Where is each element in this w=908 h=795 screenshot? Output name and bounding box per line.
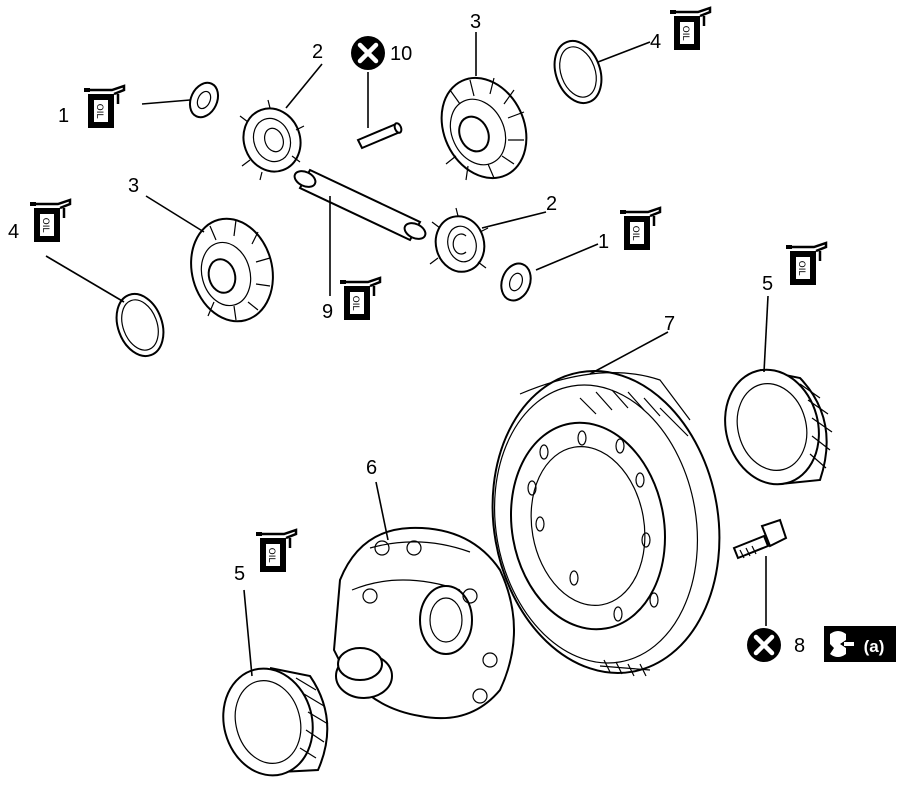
leader-lines bbox=[45, 32, 769, 677]
svg-text:OIL: OIL bbox=[680, 26, 690, 41]
callout-10: 10 bbox=[390, 43, 412, 65]
ring-gear bbox=[491, 370, 721, 677]
svg-text:OIL: OIL bbox=[796, 261, 806, 276]
oil-can-icon: OIL bbox=[784, 241, 828, 287]
svg-text:OIL: OIL bbox=[266, 548, 276, 563]
svg-text:(a): (a) bbox=[864, 637, 885, 656]
ring-gear-bolt bbox=[732, 518, 788, 560]
callout-5-left: 5 bbox=[234, 563, 245, 585]
do-not-reuse-icon bbox=[351, 36, 385, 70]
oil-can-icon: OIL bbox=[338, 276, 382, 322]
callout-3-top: 3 bbox=[470, 11, 481, 33]
callout-6: 6 bbox=[366, 457, 377, 479]
callout-7: 7 bbox=[664, 313, 675, 335]
do-not-reuse-icon bbox=[747, 628, 781, 662]
svg-text:OIL: OIL bbox=[630, 226, 640, 241]
callout-9: 9 bbox=[322, 301, 333, 323]
torque-wrench-icon: (a) bbox=[824, 626, 896, 662]
svg-text:OIL: OIL bbox=[40, 218, 50, 233]
shim-top bbox=[553, 40, 603, 104]
callout-2-middle: 2 bbox=[546, 193, 557, 215]
oil-can-icon: OIL bbox=[668, 6, 712, 52]
bolt-holes bbox=[527, 430, 659, 622]
callout-3-left: 3 bbox=[128, 175, 139, 197]
callout-1-right: 1 bbox=[598, 231, 609, 253]
roll-pin bbox=[356, 122, 403, 150]
oil-can-icon: OIL bbox=[82, 84, 126, 130]
callout-8: 8 bbox=[794, 635, 805, 657]
pinion-gear-top bbox=[239, 99, 305, 181]
oil-can-icon: OIL bbox=[28, 198, 72, 244]
oil-can-icon: OIL bbox=[254, 528, 298, 574]
callout-4-left: 4 bbox=[8, 221, 19, 243]
callout-4-top: 4 bbox=[650, 31, 661, 53]
pinion-gear-middle bbox=[429, 207, 489, 273]
thrust-washer-left bbox=[188, 81, 220, 119]
bearing-left bbox=[222, 667, 329, 777]
callout-1-left: 1 bbox=[58, 105, 69, 127]
thrust-washer-right bbox=[500, 262, 532, 302]
svg-text:OIL: OIL bbox=[94, 104, 104, 119]
side-gear-left bbox=[190, 217, 274, 323]
differential-case bbox=[332, 526, 515, 720]
svg-text:OIL: OIL bbox=[350, 296, 360, 311]
pinion-shaft bbox=[293, 168, 427, 242]
callout-5-right: 5 bbox=[762, 273, 773, 295]
shim-left bbox=[115, 293, 165, 357]
side-gear-top bbox=[440, 76, 528, 181]
bearing-right bbox=[724, 368, 833, 486]
oil-can-icon: OIL bbox=[618, 206, 662, 252]
callout-2-top: 2 bbox=[312, 41, 323, 63]
